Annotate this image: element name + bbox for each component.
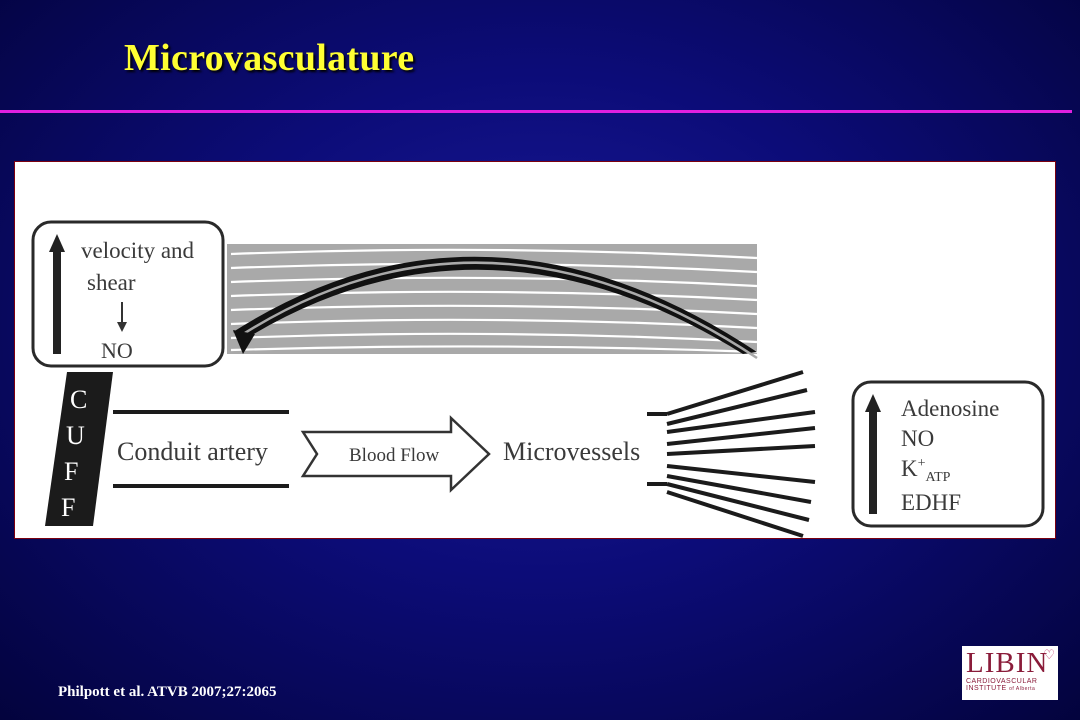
mediator-no-label: NO xyxy=(901,426,934,451)
katp-base: K xyxy=(901,456,918,481)
logo-wordmark: LIBIN xyxy=(966,647,1049,679)
velocity-label: velocity and xyxy=(81,238,195,263)
adenosine-label: Adenosine xyxy=(901,396,999,421)
libin-logo: LIBIN ♡ CARDIOVASCULAR INSTITUTE of Albe… xyxy=(962,646,1058,700)
mediators-box: Adenosine NO K+ATP EDHF xyxy=(851,380,1045,528)
up-arrow-icon xyxy=(49,234,65,354)
cuff-letter-u: U xyxy=(66,421,85,450)
down-arrow-icon xyxy=(117,302,127,332)
microvessel-fan xyxy=(647,370,816,538)
logo-line2-row: INSTITUTE of Alberta xyxy=(966,685,1054,693)
logo-line2: INSTITUTE xyxy=(966,685,1007,692)
cuff: C U F F xyxy=(45,372,113,526)
no-label: NO xyxy=(101,338,133,363)
citation: Philpott et al. ATVB 2007;27:2065 xyxy=(58,684,277,700)
velocity-shear-box: velocity and shear NO xyxy=(31,220,225,368)
logo-line3: of Alberta xyxy=(1009,686,1036,692)
conduit-artery-label: Conduit artery xyxy=(117,437,268,466)
cuff-letter-c: C xyxy=(70,385,87,414)
logo-subtitle: CARDIOVASCULAR INSTITUTE of Alberta xyxy=(966,678,1054,693)
edhf-label: EDHF xyxy=(901,490,961,515)
shear-label: shear xyxy=(87,270,136,295)
vessel-illustration xyxy=(227,244,758,360)
katp-sub: ATP xyxy=(926,470,951,485)
microvessels-label: Microvessels xyxy=(503,437,640,466)
cuff-letter-f2: F xyxy=(61,493,75,522)
title-divider xyxy=(0,110,1072,113)
blood-flow-arrow: Blood Flow xyxy=(300,415,491,493)
katp-label: K+ATP xyxy=(901,456,951,485)
up-arrow-icon xyxy=(865,394,881,514)
heart-icon: ♡ xyxy=(1043,648,1055,663)
blood-flow-label: Blood Flow xyxy=(349,445,440,466)
figure-panel: velocity and shear NO xyxy=(14,161,1056,539)
katp-sup: + xyxy=(918,456,926,471)
logo-line1: CARDIOVASCULAR xyxy=(966,678,1038,685)
cuff-letter-f1: F xyxy=(64,457,78,486)
microvasculature-diagram: velocity and shear NO xyxy=(31,220,1045,538)
slide-title: Microvasculature xyxy=(124,37,415,79)
